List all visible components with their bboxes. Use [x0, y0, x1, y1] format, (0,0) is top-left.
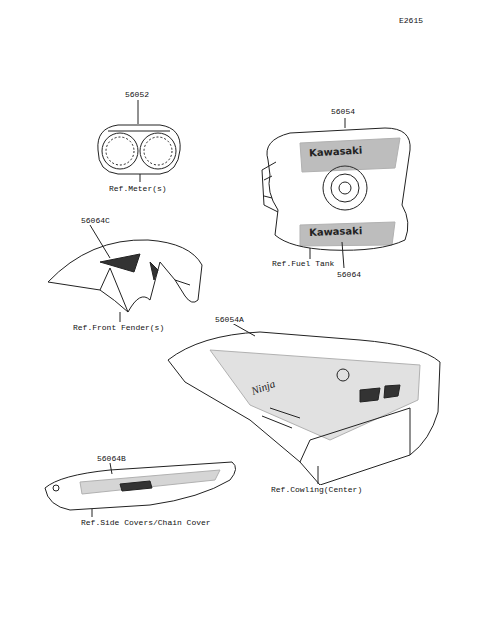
fender-decal [48, 225, 202, 322]
callout-number: 56064B [96, 454, 127, 463]
meter-decal [98, 100, 180, 182]
callout-number: 56064C [80, 216, 111, 225]
tank-decal [262, 118, 410, 268]
callout-number: 56054A [214, 315, 245, 324]
callout-number: 56064 [336, 270, 362, 279]
side-cover-decal [45, 462, 236, 517]
figure-number: E2615 [398, 16, 424, 25]
callout-number: 56052 [124, 90, 150, 99]
callout-number: 56054 [330, 107, 356, 116]
part-reference: Ref.Meter(s) [108, 184, 168, 193]
part-reference: Ref.Side Covers/Chain Cover [80, 518, 212, 527]
decal-logo: Kawasaki [308, 146, 364, 158]
decal-logo: Kawasaki [308, 226, 364, 237]
part-reference: Ref.Fuel Tank [271, 259, 335, 268]
part-reference: Ref.Cowling(Center) [270, 485, 363, 494]
cowling-decal [168, 323, 440, 485]
part-reference: Ref.Front Fender(s) [72, 323, 165, 332]
